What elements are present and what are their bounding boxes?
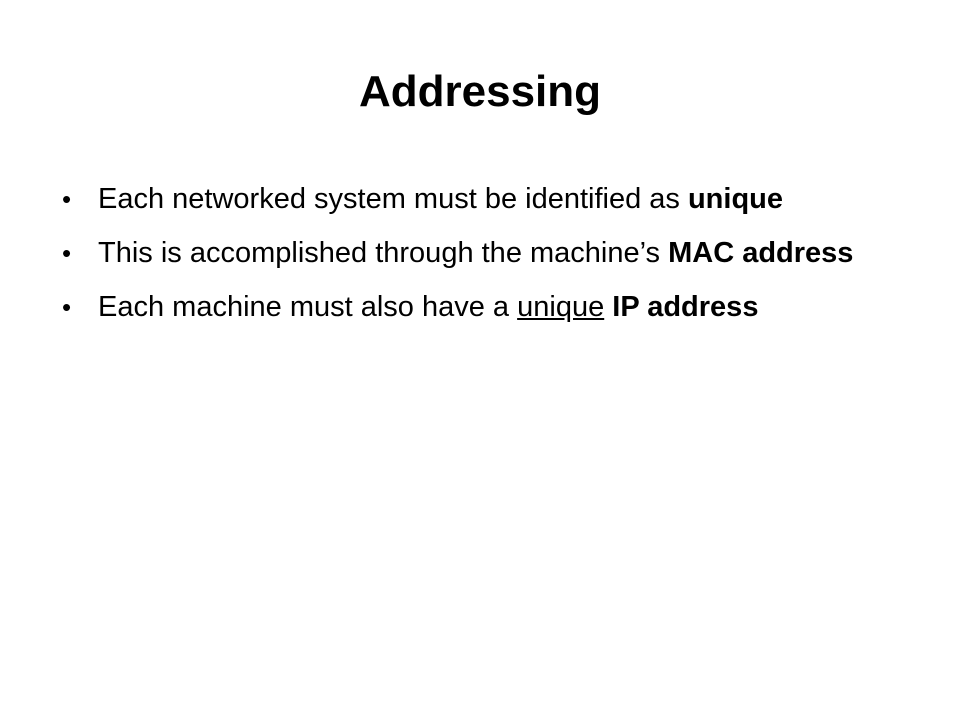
bullet-text: Each networked system must be identified… [98, 183, 688, 215]
bullet-underlined: unique [517, 291, 605, 323]
bullet-item-mac-address: • This is accomplished through the machi… [62, 232, 882, 274]
bullet-item-unique: • Each networked system must be identifi… [62, 178, 882, 220]
bullet-text: This is accomplished through the machine… [98, 237, 669, 269]
bullet-dot-icon: • [62, 184, 72, 214]
bullet-dot-icon: • [62, 238, 72, 268]
bullet-dot-icon: • [62, 292, 72, 322]
slide-title: Addressing [358, 67, 602, 116]
bullet-item-ip-address: • Each machine must also have a unique I… [62, 286, 882, 328]
bullet-emphasis: MAC address [668, 237, 854, 269]
bullet-emphasis: unique [687, 183, 784, 215]
bullet-list: • Each networked system must be identifi… [62, 178, 882, 340]
bullet-text: Each machine must also have a [98, 291, 518, 323]
bullet-emphasis: IP address [612, 291, 759, 323]
